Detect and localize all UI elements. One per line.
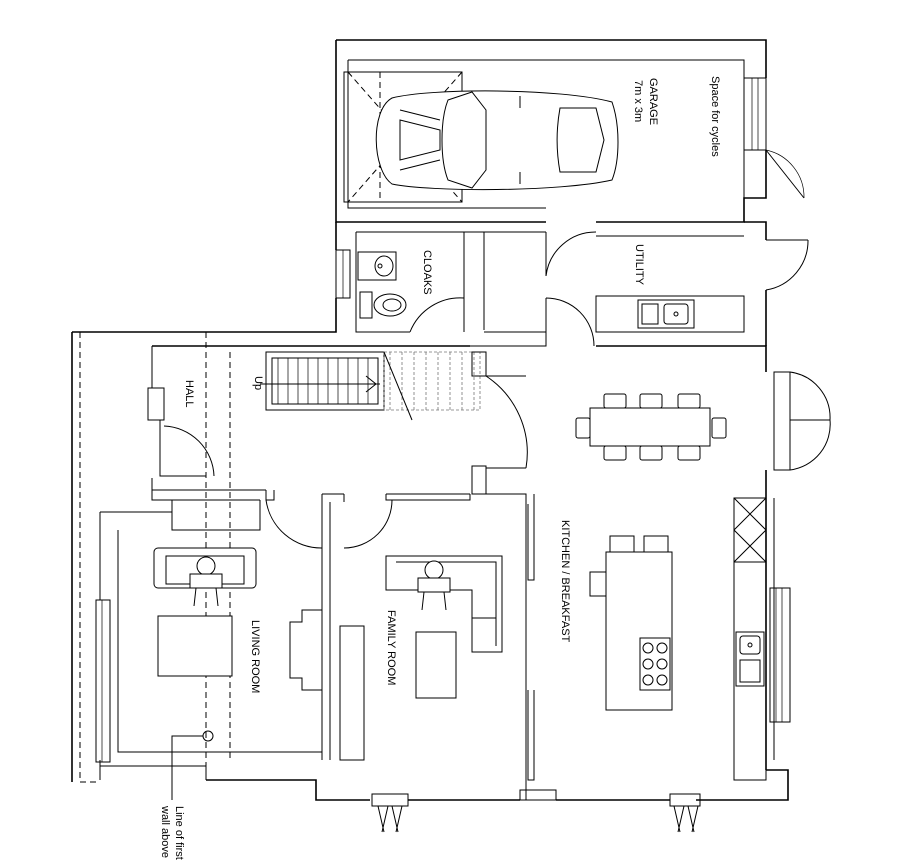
rear-doors [371, 789, 701, 833]
hob-icon [639, 637, 671, 691]
family-label: FAMILY ROOM [385, 610, 397, 685]
dining-chair [639, 393, 663, 409]
fireplace [289, 609, 323, 691]
hall-kitchen-door-swing [485, 375, 528, 469]
cycles-label: Space for cycles [709, 76, 721, 157]
tall-units [733, 497, 767, 563]
cloaks-door-swing [409, 297, 465, 333]
wc-icon [359, 291, 407, 319]
hall-window [147, 387, 165, 421]
living-label: LIVING ROOM [249, 620, 261, 693]
living-window [95, 599, 111, 763]
tv-unit [339, 625, 365, 761]
living-room: LIVING ROOM [95, 511, 322, 800]
line-first-label: Line of first [173, 806, 185, 860]
family-door-swing [343, 499, 393, 549]
living-coffee-table [157, 615, 233, 677]
utility-label: UTILITY [633, 244, 645, 286]
internal-walls [151, 478, 535, 800]
family-sofa [385, 555, 503, 653]
kitchen-label: KITCHEN / BREAKFAST [559, 520, 571, 643]
dining-chair [711, 417, 727, 439]
family-person-icon [417, 560, 451, 611]
wall-above-label: wall above [159, 805, 171, 858]
hall-label: HALL [183, 380, 195, 408]
staircase: Up [252, 351, 481, 421]
garage-window [743, 77, 767, 151]
dining-table [589, 407, 711, 447]
utility-door-swing-upper [545, 231, 597, 277]
garage-size-label: 7m x 3m [632, 80, 644, 122]
kitchen-sink-icon [735, 631, 765, 687]
cloaks-utility-area: CLOAKS UTILITY [72, 221, 809, 347]
dining-chair [677, 445, 701, 461]
kitchen-window [769, 587, 791, 723]
family-room: FAMILY ROOM [339, 555, 503, 761]
garage-area: GARAGE 7m x 3m Space for cycles [335, 39, 805, 223]
dining-chair [639, 445, 663, 461]
stairs-up-label: Up [252, 376, 264, 390]
front-door [159, 420, 215, 477]
garage-side-door [765, 149, 805, 199]
car-icon [375, 90, 619, 191]
cloaks-label: CLOAKS [421, 250, 433, 295]
bifold-frame [773, 371, 791, 471]
dining-chair [603, 445, 627, 461]
dining-chair [677, 393, 701, 409]
bifold-doors [789, 371, 831, 471]
living-door-swing [265, 499, 323, 549]
garage-label: GARAGE [647, 78, 659, 125]
person-icon [189, 556, 223, 607]
utility-sink-icon [637, 299, 695, 329]
kitchen-family-sliding-doors [527, 504, 535, 781]
dining-chair [575, 417, 591, 439]
utility-external-door [765, 239, 809, 291]
family-coffee-table [415, 631, 457, 699]
kitchen-area: KITCHEN / BREAKFAST [559, 393, 791, 781]
dining-chair [603, 393, 627, 409]
main-walls: HALL [71, 332, 831, 801]
utility-door-swing-lower [545, 297, 595, 347]
basin-icon [357, 251, 397, 281]
